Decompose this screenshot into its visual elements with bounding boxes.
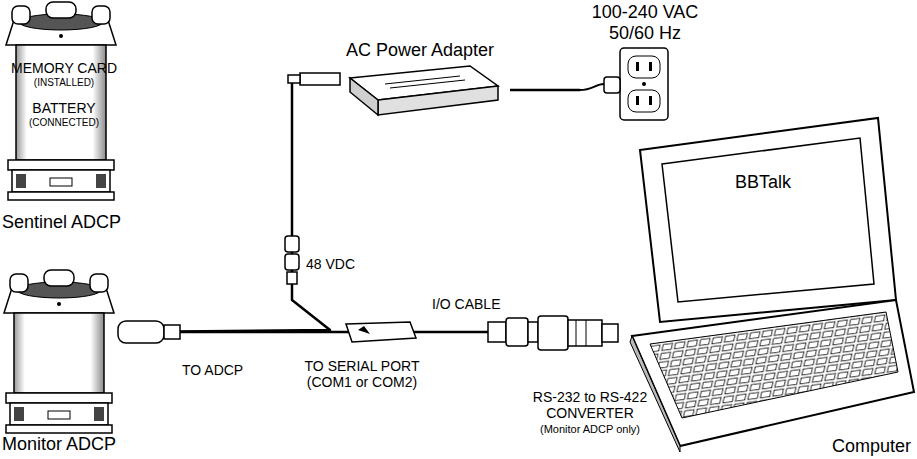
sentinel-adcp: MEMORY CARD(INSTALLED) BATTERY(CONNECTED)… <box>0 0 125 240</box>
cable <box>510 89 580 92</box>
node-text: Computer <box>801 436 911 457</box>
callout-label: TO SERIAL PORT (COM1 or COM2) <box>292 358 432 390</box>
wall-outlet-figure <box>580 48 668 120</box>
cable <box>125 331 505 334</box>
cable-label: I/O CABLE <box>430 296 502 312</box>
cable-label: 48 VDC <box>304 256 357 272</box>
node-text: (Monitor ADCP only) <box>505 423 675 436</box>
node-text: Monitor ADCP <box>2 434 116 455</box>
power-adapter: AC Power Adapter <box>340 38 510 120</box>
computer: BBTalkComputer <box>605 118 915 459</box>
adcp-connector <box>118 321 180 343</box>
cable <box>125 79 340 332</box>
dc-coupling <box>285 236 299 284</box>
node-text: RS-232 to RS-422 CONVERTER <box>515 389 665 421</box>
monitor-adcp: Monitor ADCP <box>0 268 125 458</box>
node-text: BBTalk <box>735 172 791 193</box>
node-text: (INSTALLED) <box>6 77 122 89</box>
wall-outlet: 100-240 VAC 50/60 Hz <box>580 2 712 122</box>
monitor-adcp-figure <box>4 270 114 433</box>
node-text: 100-240 VAC 50/60 Hz <box>580 2 710 43</box>
cable-junction <box>346 322 416 342</box>
node-text: (CONNECTED) <box>6 117 122 129</box>
laptop-figure <box>630 118 914 452</box>
power-adapter-figure <box>288 66 498 115</box>
node-text: MEMORY CARD <box>6 60 122 76</box>
converter-figure <box>488 316 618 350</box>
converter: RS-232 to RS-422 CONVERTER (Monitor ADCP … <box>505 315 677 440</box>
node-text: AC Power Adapter <box>346 40 494 61</box>
node-text: BATTERY <box>6 100 122 116</box>
callout-label: TO ADCP <box>182 362 262 378</box>
node-text: Sentinel ADCP <box>2 212 121 233</box>
